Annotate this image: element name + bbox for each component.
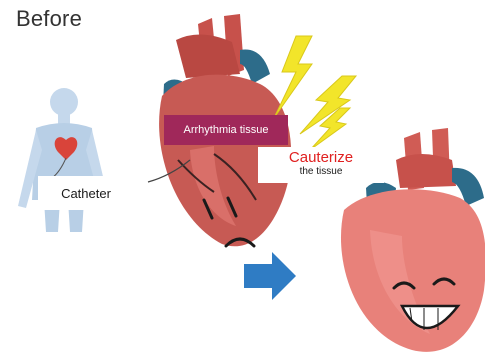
arrhythmia-tissue-label: Arrhythmia tissue <box>164 115 288 145</box>
page-title: Before <box>16 6 82 32</box>
catheter-label: Catheter <box>38 176 134 210</box>
cauterize-callout: Cauterize the tissue <box>258 147 384 183</box>
cauterize-label: Cauterize <box>258 149 384 166</box>
human-silhouette-icon <box>18 88 110 232</box>
right-arrow-icon <box>244 252 296 300</box>
cauterize-subtext: the tissue <box>258 166 384 178</box>
